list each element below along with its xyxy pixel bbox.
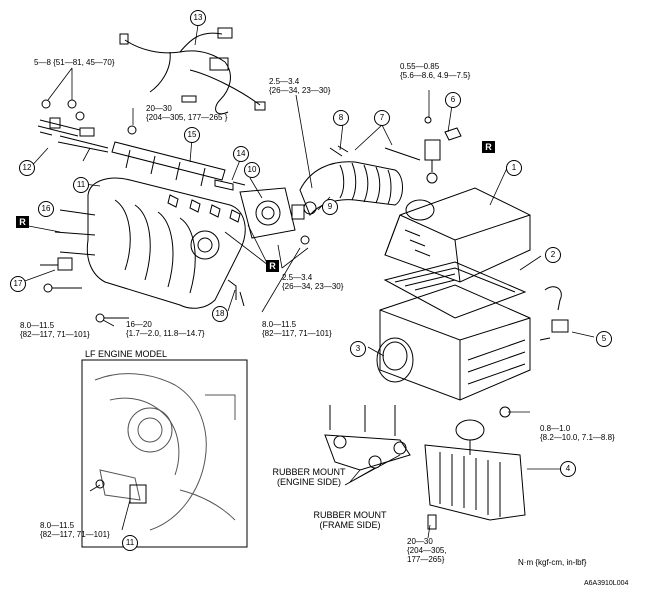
torque-spec: 20—30 {204—305, 177—265} — [407, 537, 447, 564]
callout-9: 9 — [322, 199, 338, 215]
callout-6: 6 — [445, 92, 461, 108]
rubber-mount-engine-label: RUBBER MOUNT (ENGINE SIDE) — [272, 467, 346, 487]
fuel-rail — [57, 125, 226, 187]
gaskets — [167, 194, 241, 223]
callout-8: 8 — [333, 110, 349, 126]
callout-1: 1 — [506, 160, 522, 176]
callout-4: 4 — [560, 461, 576, 477]
r-marker: R — [16, 216, 29, 228]
callout-5: 5 — [596, 331, 612, 347]
callout-18: 18 — [212, 306, 228, 322]
torque-spec: 2.5—3.4 {26—34, 23—30} — [282, 273, 344, 291]
torque-spec: 0.8—1.0 {8.2—10.0, 7.1—8.8} — [540, 424, 615, 442]
inset-title: LF ENGINE MODEL — [85, 349, 168, 359]
callout-11: 11 — [73, 177, 89, 193]
iat-sensor — [424, 116, 462, 184]
wiring-harness — [119, 27, 266, 115]
r-marker: R — [482, 141, 495, 153]
air-duct — [424, 419, 526, 530]
torque-spec: 8.0—11.5 {82—117, 71—101} — [20, 321, 90, 339]
callout-7: 7 — [374, 110, 390, 126]
torque-spec: 16—20 {1.7—2.0, 11.8—14.7} — [126, 320, 205, 338]
callout-13: 13 — [190, 10, 206, 26]
torque-spec: 0.55—0.85 {5.6—8.6, 4.9—7.5} — [400, 62, 471, 80]
air-hose — [299, 145, 421, 216]
callout-14: 14 — [233, 146, 249, 162]
r-marker: R — [266, 260, 279, 272]
injectors — [37, 99, 95, 137]
callout-16: 16 — [38, 201, 54, 217]
units-note: N·m {kgf-cm, in-lbf} — [518, 558, 587, 567]
air-cleaner-cover — [384, 187, 531, 283]
torque-spec: 5—8 {51—81, 45—70} — [34, 58, 115, 67]
callout-10: 10 — [244, 162, 260, 178]
torque-spec: 8.0—11.5 {82—117, 71—101} — [40, 521, 110, 539]
torque-spec: 2.5—3.4 {26—34, 23—30} — [269, 77, 331, 95]
intake-manifold — [54, 177, 246, 309]
rubber-mount-frame-label: RUBBER MOUNT (FRAME SIDE) — [313, 510, 387, 530]
callout-11-inset: 11 — [122, 535, 138, 551]
callout-12: 12 — [19, 160, 35, 176]
torque-spec: 8.0—11.5 {82—117, 71—101} — [262, 320, 332, 338]
callout-3: 3 — [350, 341, 366, 357]
inset-engine — [94, 373, 236, 531]
rubber-mounts — [324, 405, 411, 471]
figure-code: A6A3910L004 — [584, 580, 629, 587]
callout-2: 2 — [545, 247, 561, 263]
callout-17: 17 — [10, 276, 26, 292]
air-filter — [383, 261, 527, 319]
bolts — [40, 235, 310, 323]
throttle-body — [239, 187, 305, 239]
air-cleaner-case — [376, 284, 569, 418]
torque-spec: 20—30 {204—305, 177—265 } — [146, 104, 228, 122]
callout-15: 15 — [184, 127, 200, 143]
